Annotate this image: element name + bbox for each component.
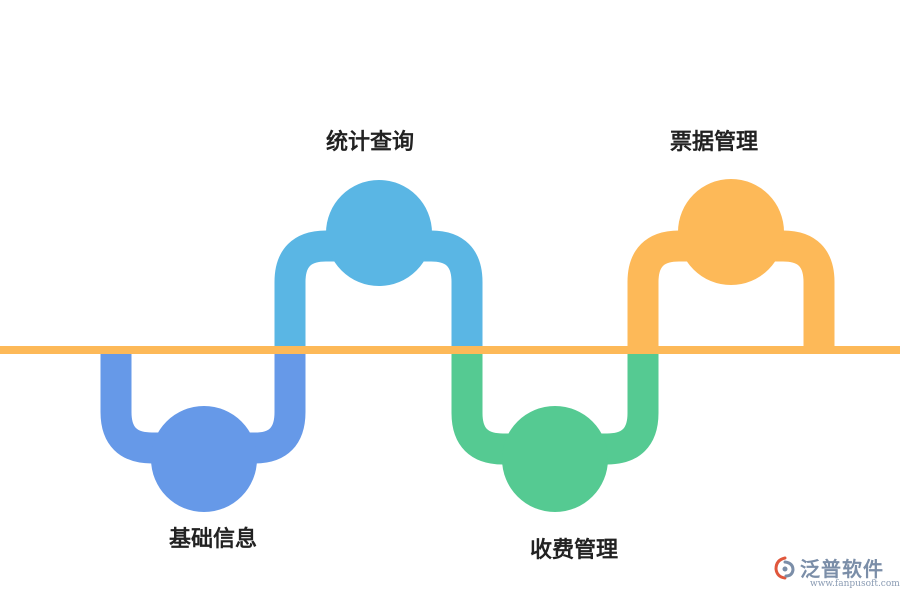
- circle-charge-management: [502, 406, 608, 512]
- logo-url: www.fanpusoft.com: [810, 579, 900, 589]
- circle-bill-management: [678, 179, 784, 285]
- circle-statistics-query: [326, 180, 432, 286]
- fanpusoft-logo: 泛普软件 www.fanpusoft.com: [770, 552, 900, 596]
- label-bill-management: 票据管理: [670, 129, 758, 155]
- node-basic-info: [100, 353, 306, 512]
- timeline-axis: [0, 346, 900, 354]
- label-basic-info: 基础信息: [169, 526, 257, 552]
- node-charge-management: [451, 353, 659, 512]
- label-statistics-query: 统计查询: [326, 129, 414, 155]
- logo-swirl-icon: [774, 556, 795, 580]
- label-charge-management: 收费管理: [530, 537, 618, 563]
- logo-name: 泛普软件: [800, 557, 884, 581]
- node-bill-management: [627, 179, 835, 350]
- node-statistics-query: [274, 180, 483, 350]
- circle-basic-info: [151, 406, 257, 512]
